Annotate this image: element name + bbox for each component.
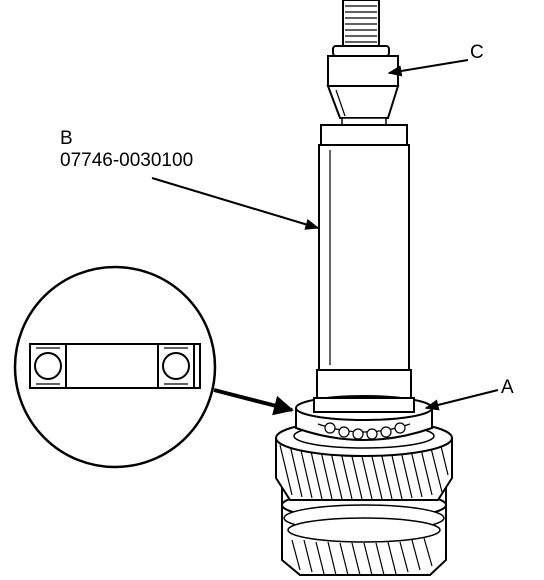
callout-b-label: B	[60, 128, 73, 149]
gear-assembly	[275, 395, 453, 576]
leader-line-a	[424, 389, 499, 411]
detail-pointer-arrow	[213, 388, 294, 416]
callout-c-label: C	[470, 42, 484, 63]
driver-handle	[342, 0, 380, 47]
leader-line-c	[387, 59, 469, 77]
leader-line-b	[151, 177, 320, 230]
callout-b-part-number: 07746-0030100	[60, 150, 193, 171]
tool-b-driver	[313, 124, 415, 413]
tool-c-collar	[326, 45, 400, 126]
callout-a-label: A	[501, 377, 514, 398]
bearing-detail-view	[13, 265, 217, 469]
